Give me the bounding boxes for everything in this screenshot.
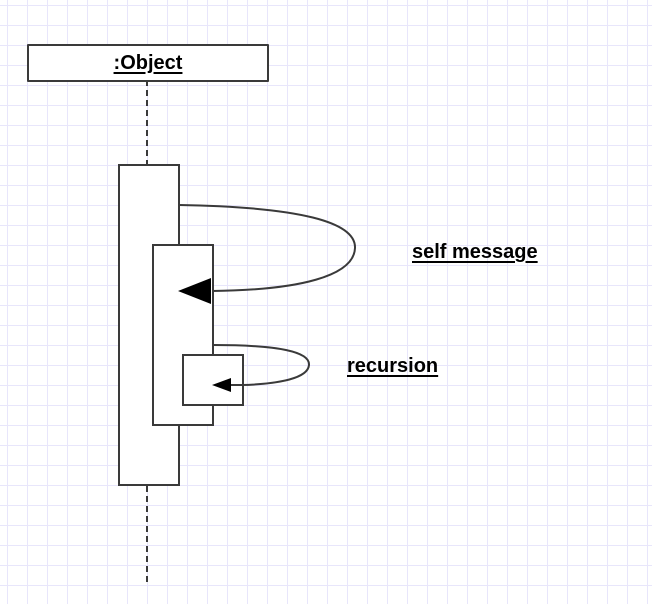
object-lifeline-header[interactable]: :Object	[27, 44, 269, 82]
recursion-arrow[interactable]	[212, 344, 311, 386]
self-message-arrow[interactable]	[178, 204, 357, 292]
activation-bar-recursion[interactable]	[182, 354, 244, 406]
self-message-arrowhead-icon	[178, 278, 211, 304]
object-label: :Object	[113, 51, 183, 74]
recursion-label: recursion	[347, 355, 439, 377]
recursion-arrowhead-icon	[212, 378, 231, 392]
self-message-label: self message	[412, 241, 538, 263]
